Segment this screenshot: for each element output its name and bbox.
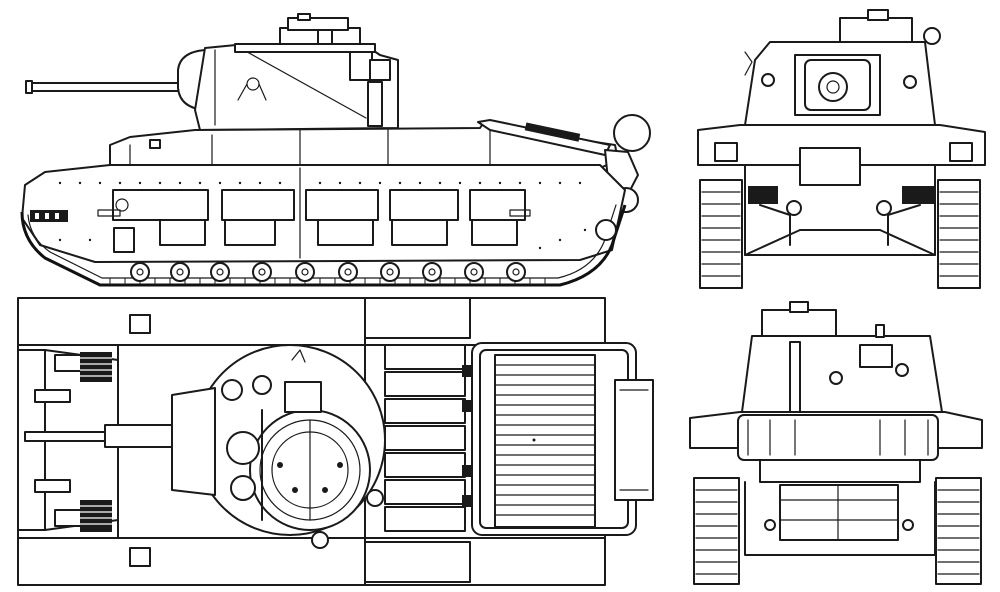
rear-tracks [693,477,982,585]
side-view [20,13,651,287]
front-turret [744,9,941,126]
front-tracks [699,179,981,289]
side-lower-hull [21,164,626,263]
side-gun-barrel [25,80,181,94]
front-hull [697,124,986,256]
plan-turret [171,344,386,549]
side-cupola [234,13,376,53]
plan-radiator-grille [471,342,654,536]
plan-view [17,297,654,586]
side-road-wheels [130,219,617,282]
rear-view [689,301,983,585]
side-upper-hull [109,119,619,169]
plan-engine-deck [364,297,472,583]
rear-turret [741,301,943,413]
rear-hull [689,411,983,556]
side-turret [194,44,399,152]
front-view [697,9,986,289]
side-track [20,204,627,287]
